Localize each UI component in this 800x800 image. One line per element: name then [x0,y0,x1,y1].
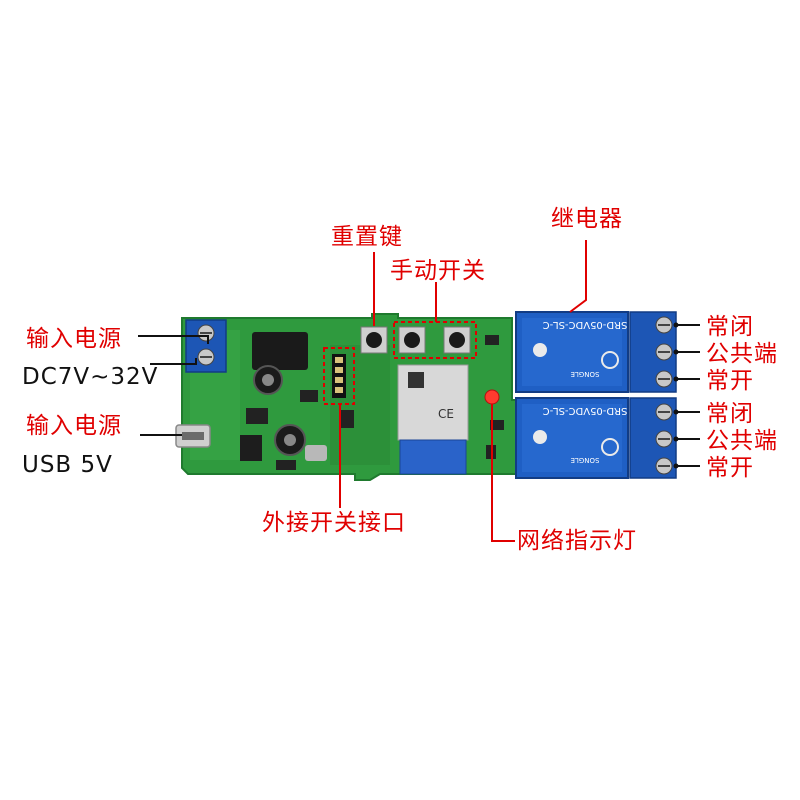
reset-button [360,326,388,354]
relay1-no-label: 常开 [706,368,754,394]
inductor-block [252,332,308,370]
relay1-com-label: 公共端 [706,341,778,367]
chip-2 [240,435,262,461]
relay1-model: SRD-05VDC-SL-C [543,319,628,330]
relay1-brand: SONGLE [571,370,600,378]
relay1-terminal-block [629,311,677,393]
external-switch-port-label: 外接开关接口 [262,510,406,536]
network-led [484,389,500,405]
terminal-dots [673,322,679,469]
dc-input-title: 输入电源 [26,326,122,352]
usb-input-value: USB 5V [22,452,113,478]
relay2-terminal-block [629,397,677,479]
relay2-no-label: 常开 [706,455,754,481]
relay2-model: SRD-05VDC-SL-C [543,405,628,416]
chip-1 [246,408,268,424]
red-leader-lines [339,240,587,542]
crystal [305,445,327,461]
manual-switch-label: 手动开关 [390,258,486,284]
manual-switch-buttons [393,321,477,359]
relay2-brand: SONGLE [571,456,600,464]
relay-1 [515,311,629,393]
network-led-label: 网络指示灯 [517,528,637,554]
relay2-nc-label: 常闭 [706,401,754,427]
relay-label: 继电器 [551,206,623,232]
relay1-nc-label: 常闭 [706,314,754,340]
leader-lines [138,324,700,467]
module-ce-mark: CE [438,407,454,421]
usb-input-title: 输入电源 [26,413,122,439]
relay2-com-label: 公共端 [706,428,778,454]
wifi-module: CE [397,364,469,475]
relay-2 [515,397,629,479]
reset-key-label: 重置键 [331,224,403,250]
dc-input-value: DC7V~32V [22,364,159,390]
